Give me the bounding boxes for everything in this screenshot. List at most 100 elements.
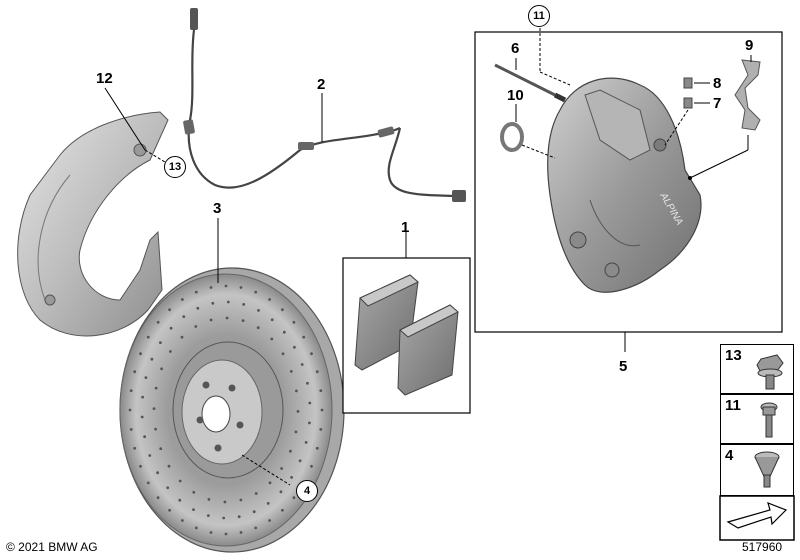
disc-drill-hole [143, 435, 147, 439]
callout-4: 4 [296, 480, 318, 502]
callout-11: 11 [528, 5, 550, 27]
disc-drill-hole [295, 389, 298, 393]
disc-drill-hole [128, 408, 132, 412]
disc-drill-hole [296, 410, 300, 413]
document-number: 517960 [742, 540, 783, 554]
disc-drill-hole [129, 389, 133, 392]
disc-drill-hole [154, 386, 158, 390]
disc-drill-hole [289, 449, 292, 453]
disc-drill-hole [257, 309, 260, 312]
disc-drill-hole [302, 335, 306, 339]
disc-drill-hole [254, 526, 258, 530]
disc-drill-hole [146, 335, 150, 339]
disc-drill-hole [160, 367, 164, 371]
disc-drill-hole [304, 441, 308, 444]
disc-drill-hole [306, 381, 309, 385]
disc-drill-hole [146, 481, 150, 485]
disc-drill-hole [196, 306, 200, 310]
disc-drill-hole [292, 320, 296, 324]
disc-drill-hole [225, 316, 229, 320]
disc-drill-hole [139, 464, 142, 468]
disc-drill-hole [239, 498, 243, 502]
disc-drill-hole [129, 428, 133, 431]
disc-drill-hole [211, 301, 215, 305]
disc-drill-hole [239, 531, 243, 534]
disc-drill-hole [310, 464, 313, 468]
flange-bolt-icon [756, 354, 784, 390]
disc-drill-hole [156, 471, 160, 475]
disc-drill-hole [152, 407, 156, 410]
disc-drill-hole [209, 318, 213, 322]
disc-drill-hole [241, 319, 245, 322]
disc-drill-hole [254, 290, 258, 294]
disc-drill-hole [268, 298, 271, 301]
disc-drill-hole [279, 490, 283, 494]
copyright-text: © 2021 BMW AG [6, 540, 98, 554]
disc-drill-hole [209, 286, 213, 289]
disc-drill-hole [156, 320, 160, 324]
disc-drill-hole [140, 415, 144, 419]
disc-drill-hole [192, 490, 196, 494]
legend-box-13: 13 [720, 344, 794, 394]
callout-3: 3 [213, 200, 222, 217]
disc-drill-hole [194, 290, 198, 294]
brake-shield [17, 87, 169, 337]
disc-drill-hole [144, 376, 148, 379]
disc-drill-hole [270, 318, 274, 322]
disc-drill-hole [268, 481, 272, 485]
disc-drill-hole [237, 515, 241, 519]
disc-drill-hole [292, 496, 296, 500]
legend-label-13: 13 [725, 347, 742, 364]
brake-disc [119, 218, 345, 553]
legend-label-11: 11 [725, 397, 741, 414]
callout-10: 10 [507, 87, 524, 104]
disc-drill-hole [180, 335, 184, 339]
disc-drill-hole [133, 446, 137, 450]
disc-drill-hole [300, 363, 304, 366]
disc-drill-hole [266, 502, 270, 505]
disc-drill-hole [207, 498, 211, 501]
legend-box-4: 4 [720, 444, 794, 496]
disc-drill-hole [181, 298, 184, 301]
caliper-assembly-group: ALPINA [474, 28, 783, 352]
callout-1: 1 [401, 219, 410, 236]
disc-drill-hole [206, 514, 210, 517]
disc-drill-hole [194, 526, 198, 530]
brake-pads-group [342, 232, 471, 414]
callout-13: 13 [164, 156, 186, 178]
disc-drill-hole [282, 330, 286, 334]
disc-drill-hole [289, 370, 293, 373]
disc-drill-hole [167, 464, 171, 468]
disc-drill-hole [156, 496, 160, 500]
disc-drill-hole [222, 516, 226, 520]
disc-drill-hole [239, 286, 243, 289]
legend-label-4: 4 [725, 447, 734, 464]
callout-12: 12 [96, 70, 113, 87]
disc-drill-hole [294, 430, 298, 434]
disc-drill-hole [242, 303, 246, 306]
callout-2: 2 [317, 76, 326, 93]
disc-drill-hole [159, 341, 162, 344]
legend-box-11: 11 [720, 394, 794, 444]
disc-drill-hole [224, 284, 228, 288]
disc-drill-hole [141, 395, 145, 399]
disc-drill-hole [226, 300, 230, 304]
disc-drill-hole [252, 510, 256, 514]
disc-drill-hole [270, 337, 274, 341]
disc-drill-hole [139, 352, 142, 356]
callout-5: 5 [619, 358, 628, 375]
disc-drill-hole [254, 492, 258, 495]
disc-drill-hole [293, 345, 296, 349]
disc-drill-hole [319, 389, 323, 392]
disc-drill-hole [308, 421, 311, 425]
disc-drill-hole [150, 357, 154, 361]
disc-drill-hole [166, 486, 170, 490]
wear-sensor [183, 8, 466, 202]
disc-drill-hole [181, 519, 184, 522]
disc-drill-hole [280, 467, 283, 470]
callout-6: 6 [511, 40, 520, 57]
disc-drill-hole [268, 519, 271, 522]
disc-drill-hole [209, 531, 213, 534]
disc-drill-hole [281, 308, 284, 312]
